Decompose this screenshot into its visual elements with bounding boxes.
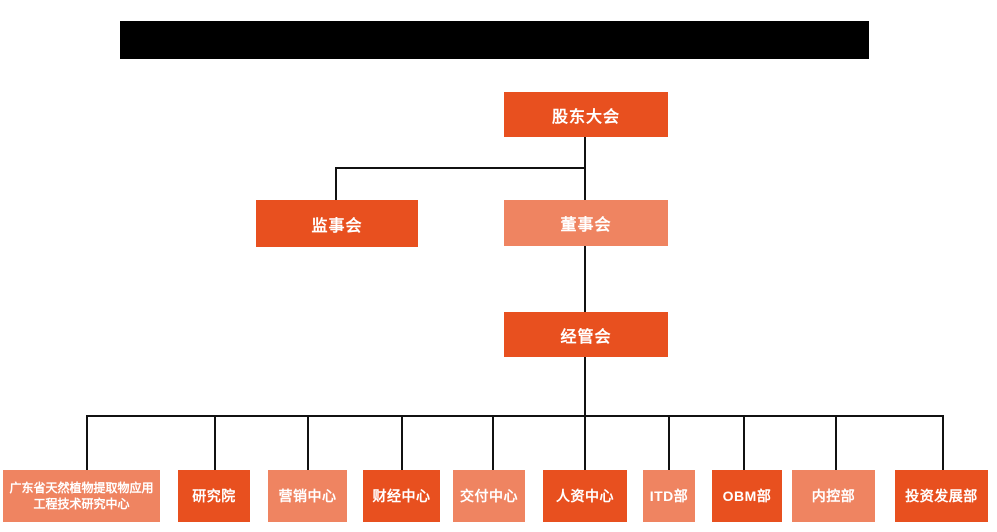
connector-line xyxy=(86,416,88,470)
connector-line xyxy=(86,415,944,417)
redacted-title-bar xyxy=(120,21,869,59)
connector-line xyxy=(214,416,216,470)
org-node-delivery-center: 交付中心 xyxy=(453,470,525,522)
connector-line xyxy=(401,416,403,470)
org-node-investment-development-department: 投资发展部 xyxy=(895,470,988,522)
org-node-internal-control-department: 内控部 xyxy=(792,470,875,522)
org-node-management-committee: 经管会 xyxy=(504,312,668,357)
connector-line xyxy=(942,416,944,470)
org-node-gd-plant-extract-research-center: 广东省天然植物提取物应用工程技术研究中心 xyxy=(3,470,160,522)
org-node-hr-center: 人资中心 xyxy=(543,470,627,522)
connector-line xyxy=(743,416,745,470)
connector-line xyxy=(835,416,837,470)
org-node-board-of-directors: 董事会 xyxy=(504,200,668,246)
org-node-supervisory-board: 监事会 xyxy=(256,200,418,247)
connector-line xyxy=(584,137,586,201)
connector-line xyxy=(335,167,586,169)
connector-line xyxy=(335,167,337,200)
org-node-finance-center: 财经中心 xyxy=(363,470,440,522)
org-node-marketing-center: 营销中心 xyxy=(268,470,347,522)
connector-line xyxy=(668,416,670,470)
connector-line xyxy=(492,416,494,470)
org-node-research-institute: 研究院 xyxy=(178,470,250,522)
org-node-shareholders-meeting: 股东大会 xyxy=(504,92,668,137)
org-node-itd-department: ITD部 xyxy=(643,470,695,522)
connector-line xyxy=(584,357,586,470)
connector-line xyxy=(307,416,309,470)
org-node-obm-department: OBM部 xyxy=(712,470,782,522)
connector-line xyxy=(584,246,586,312)
